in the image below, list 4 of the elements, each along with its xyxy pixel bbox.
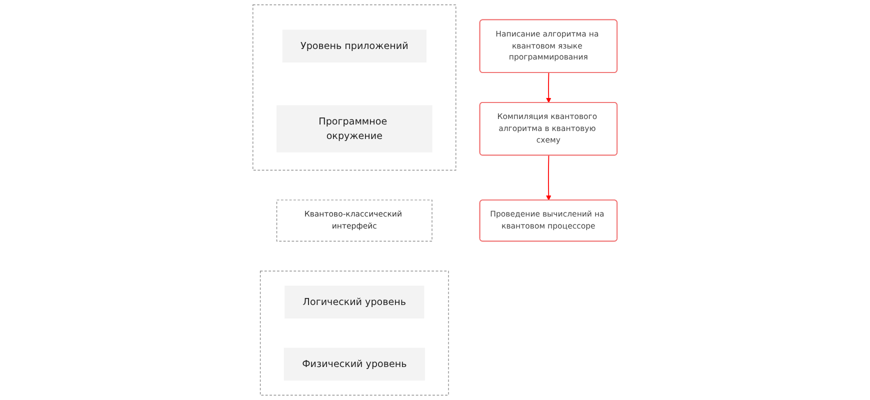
arrow [546,155,552,201]
cluster [252,4,456,170]
arrow [546,72,552,103]
cluster [260,270,449,396]
